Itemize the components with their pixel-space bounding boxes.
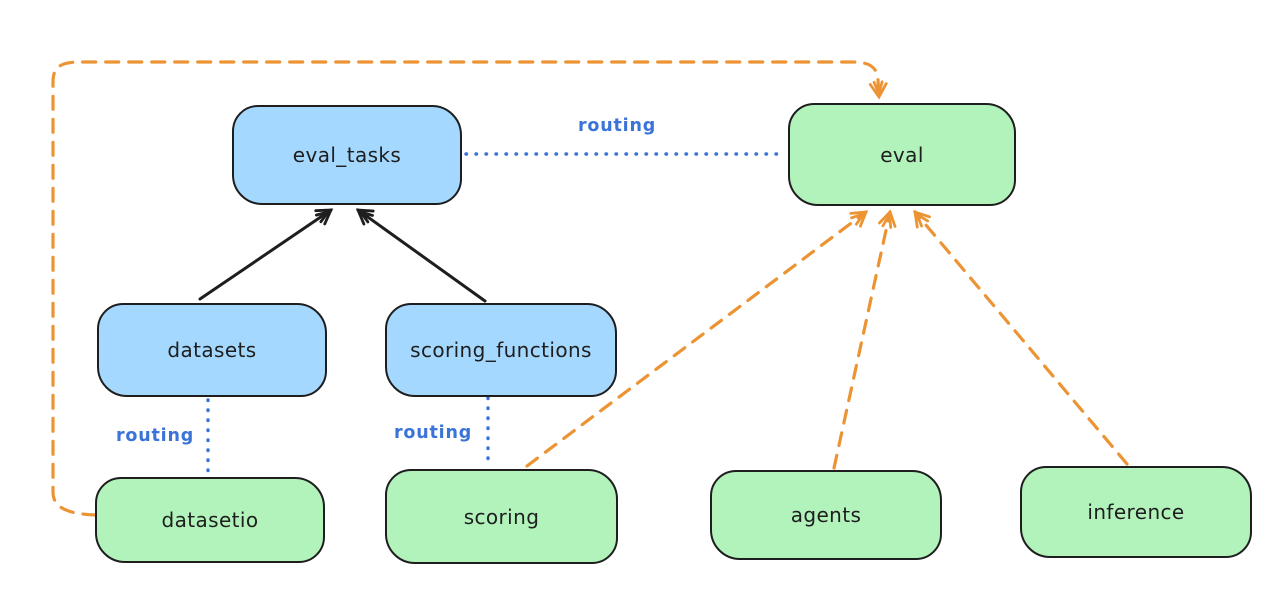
- edge-scoring-eval: [525, 210, 869, 468]
- node-eval-label: eval: [880, 142, 924, 167]
- edge-inference-eval: [913, 209, 1129, 466]
- edge-label-routing-eval_tasks-eval: routing: [577, 116, 657, 136]
- edge-datasetio-eval-loop: [51, 60, 888, 517]
- node-agents: agents: [710, 470, 942, 560]
- edge-datasets-eval_tasks: [198, 208, 334, 301]
- node-inference: inference: [1020, 466, 1252, 558]
- node-eval: eval: [788, 103, 1016, 206]
- edge-scoring_functions-eval_tasks: [355, 208, 487, 303]
- node-datasetio: datasetio: [95, 477, 325, 563]
- node-eval_tasks: eval_tasks: [232, 105, 462, 205]
- edge-label-routing-scoring_functions-scoring: routing: [393, 423, 473, 443]
- node-inference-label: inference: [1087, 500, 1185, 524]
- node-eval_tasks-label: eval_tasks: [292, 143, 402, 167]
- node-datasetio-label: datasetio: [161, 508, 259, 532]
- node-datasets: datasets: [97, 303, 327, 397]
- node-scoring_functions-label: scoring_functions: [410, 338, 592, 362]
- node-agents-label: agents: [790, 503, 862, 527]
- edge-label-routing-datasets-datasetio: routing: [115, 426, 195, 446]
- node-scoring-label: scoring: [463, 504, 540, 529]
- node-datasets-label: datasets: [167, 338, 257, 362]
- edge-agents-eval: [832, 209, 897, 470]
- node-scoring_functions: scoring_functions: [385, 303, 617, 397]
- node-scoring: scoring: [385, 469, 618, 564]
